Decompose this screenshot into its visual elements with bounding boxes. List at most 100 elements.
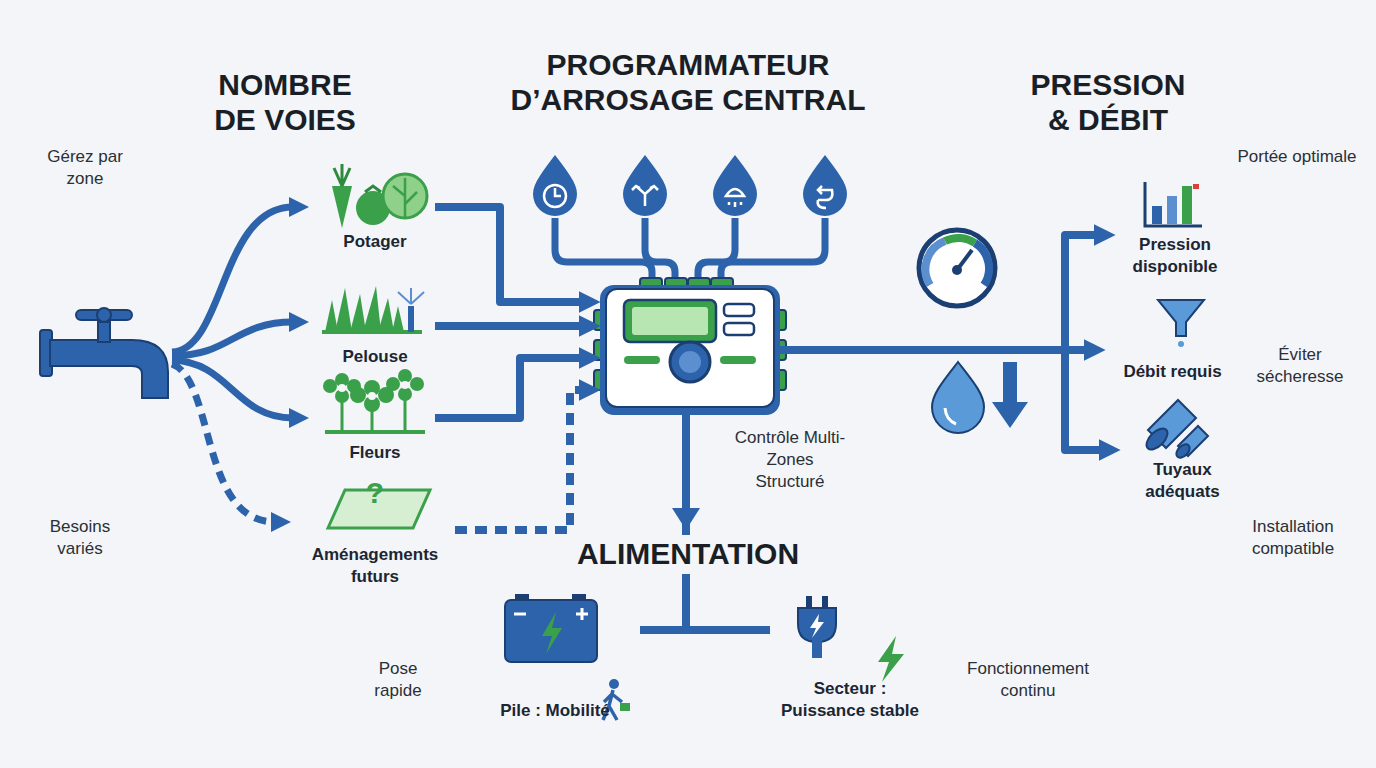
feature-wire — [698, 218, 735, 284]
power-option-box: Pile : Mobilité — [470, 592, 640, 724]
pipe-icon — [1143, 425, 1171, 453]
side-note: Fonctionnement continu — [943, 658, 1113, 702]
flower-icon — [342, 388, 405, 432]
lawn-icon — [398, 288, 424, 304]
lawn-icon — [325, 300, 338, 332]
side-note: Besoins variés — [30, 516, 130, 560]
flow-connector — [435, 322, 583, 330]
plug-icon — [810, 614, 824, 638]
lawn-icon — [408, 306, 414, 332]
feature-drop — [533, 155, 847, 216]
feature-drop — [533, 155, 577, 216]
flower-icon — [410, 377, 424, 391]
zone-box: Fleurs — [315, 370, 435, 466]
supply-arrow — [172, 322, 293, 356]
feature-symbol — [818, 186, 833, 208]
lawn-icon — [392, 306, 404, 332]
flow-connector — [780, 235, 1098, 350]
flow-funnel — [1178, 341, 1184, 347]
pipe-icon — [1174, 442, 1192, 460]
controller-device — [594, 278, 786, 415]
lawn-icon — [322, 286, 424, 334]
zone-box: ?Aménagements futurs — [295, 472, 455, 590]
flower-icon — [323, 369, 425, 434]
controller-device — [624, 300, 716, 342]
pressure-chart — [1145, 182, 1202, 226]
flow-connector — [455, 390, 583, 530]
pressure-chart — [1182, 186, 1192, 224]
feature-wire — [555, 218, 825, 284]
faucet-icon — [40, 308, 168, 398]
node-label: Pelouse — [342, 346, 407, 368]
requirement-box: Tuyaux adéquats — [1120, 395, 1245, 505]
plug-icon — [798, 608, 836, 642]
pressure-gauge — [919, 230, 995, 306]
node-label: Potager — [343, 231, 406, 253]
pressure-gauge — [945, 238, 975, 243]
flow-connector — [435, 358, 583, 418]
lawn-icon — [378, 298, 394, 332]
supply-arrow — [172, 207, 293, 522]
flower-icon — [386, 377, 400, 391]
controller-device — [724, 323, 754, 335]
walking-person — [609, 679, 619, 689]
controller-device — [670, 342, 710, 382]
node-label: Débit requis — [1123, 361, 1221, 383]
battery-icon — [505, 594, 597, 662]
feature-symbol — [544, 185, 566, 207]
supply-arrow — [172, 360, 293, 418]
feature-symbol — [555, 188, 561, 196]
flow-funnel — [1158, 300, 1204, 347]
pressure-gauge — [975, 243, 989, 285]
zone-box: Pelouse — [315, 280, 435, 370]
flower-icon — [368, 392, 376, 400]
vegetable-icon — [332, 186, 352, 228]
lightning-icon — [878, 636, 904, 682]
flow-connector — [435, 207, 583, 302]
plug-icon — [812, 640, 822, 658]
side-note: Gérez par zone — [35, 146, 135, 190]
supply-arrow — [172, 364, 275, 522]
faucet-icon — [98, 322, 110, 342]
section-heading: ALIMENTATION — [563, 535, 813, 574]
symbol-mark: ? — [366, 476, 384, 509]
node-label: Pression disponible — [1119, 234, 1231, 278]
pressure-gauge — [919, 230, 995, 306]
side-note: Portée optimale — [1237, 146, 1357, 168]
vegetable-icon — [332, 164, 427, 228]
flower-icon — [323, 379, 337, 393]
feature-wire — [721, 218, 825, 284]
requirement-box: Débit requis — [1105, 295, 1240, 385]
controller-device — [720, 356, 756, 364]
pressure-chart — [1167, 196, 1177, 224]
controller-device — [724, 304, 754, 316]
main-title: PROGRAMMATEUR D’ARROSAGE CENTRAL — [458, 48, 918, 117]
faucet-icon — [97, 308, 111, 322]
flow-connector — [686, 415, 770, 630]
controller-device — [606, 289, 774, 407]
flower-icon — [325, 430, 425, 434]
lawn-icon — [350, 294, 366, 332]
battery-icon — [505, 600, 597, 662]
node-label: Fleurs — [349, 442, 400, 464]
lawn-icon — [322, 330, 422, 334]
vegetable-icon — [393, 178, 417, 218]
flower-icon — [323, 369, 424, 412]
feature-symbol — [726, 189, 744, 196]
controller-device — [624, 356, 660, 364]
node-label: Tuyaux adéquats — [1124, 459, 1241, 503]
lawn-icon — [363, 286, 381, 332]
battery-icon — [514, 608, 588, 620]
side-note: Pose rapide — [358, 658, 438, 702]
controller-device — [679, 351, 701, 373]
node-label: Contrôle Multi-Zones Structuré — [730, 427, 850, 493]
walking-person — [620, 703, 630, 711]
flower-icon — [338, 384, 346, 392]
supply-arrow — [172, 207, 293, 352]
water-drop — [932, 362, 1028, 433]
feature-drop — [713, 155, 757, 216]
water-drop — [945, 408, 956, 424]
power-option-box: Secteur : Puissance stable — [770, 592, 930, 724]
feature-symbol — [729, 202, 741, 207]
faucet-icon — [50, 340, 168, 398]
